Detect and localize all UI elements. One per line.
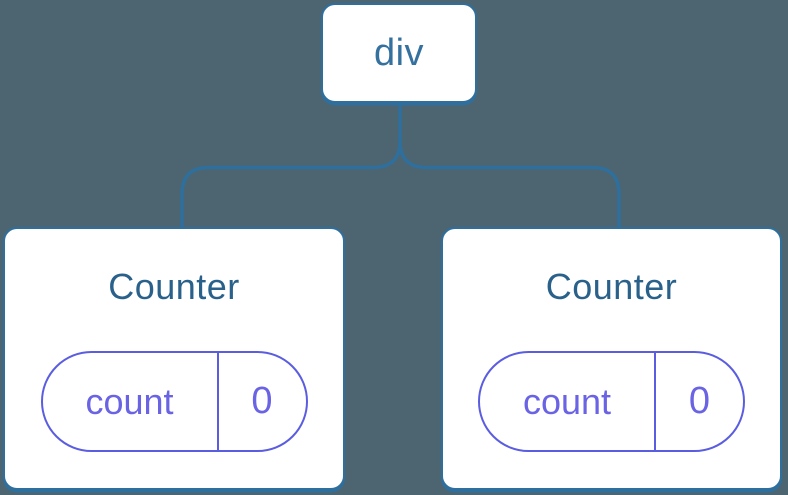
counter-card-left: Counter count 0 [3, 227, 345, 490]
connector-branch-right [398, 140, 621, 229]
state-pill: count 0 [40, 351, 308, 452]
state-value: 0 [654, 353, 743, 450]
state-key: count [85, 380, 174, 422]
state-value: 0 [216, 353, 306, 450]
root-node: div [321, 3, 477, 103]
connector-branch-left [180, 101, 402, 229]
card-title: Counter [545, 266, 678, 307]
root-node-label: div [373, 31, 425, 74]
state-key: count [522, 380, 612, 422]
counter-card-right: Counter count 0 [441, 227, 782, 490]
card-title: Counter [108, 266, 240, 307]
state-pill: count 0 [478, 351, 745, 452]
